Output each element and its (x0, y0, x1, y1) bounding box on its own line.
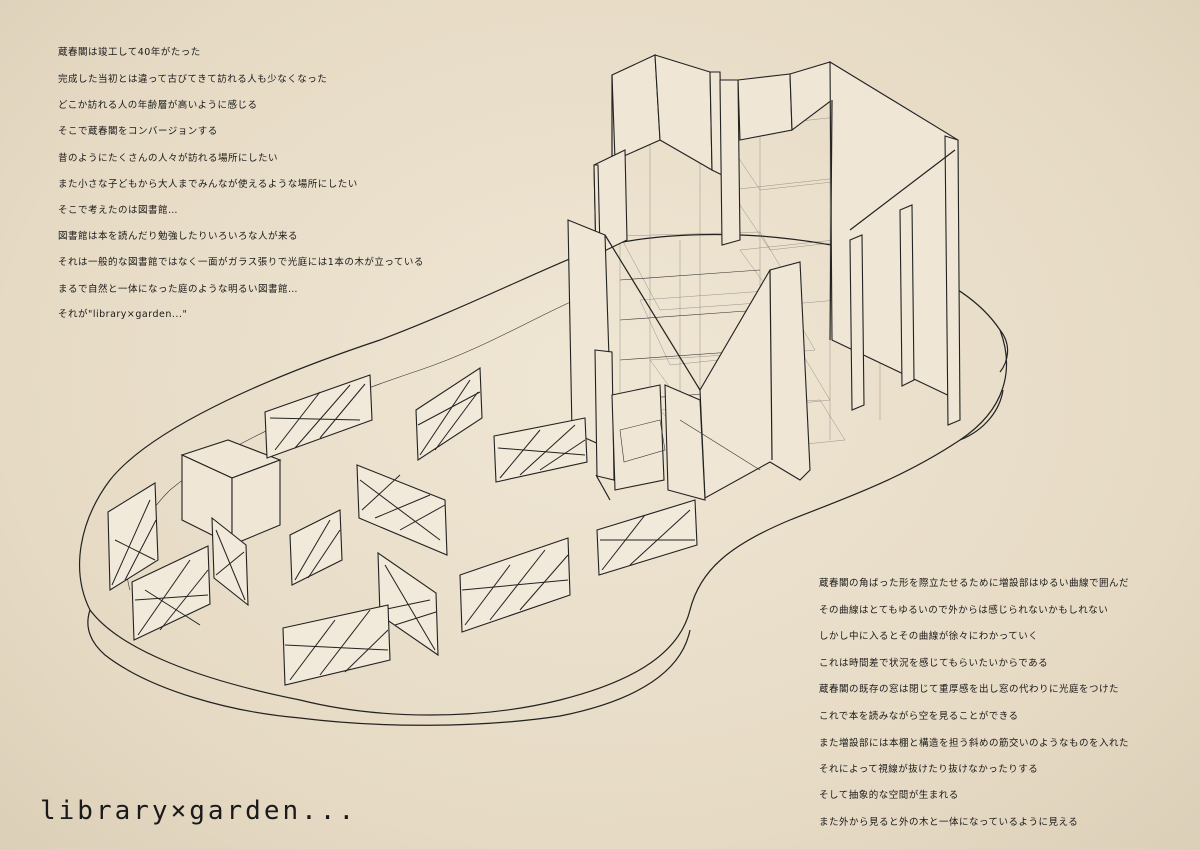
bookshelf-panel (415, 367, 483, 461)
bookshelf-panel (107, 482, 159, 591)
intro-line: そこで蔵春閣をコンバージョンする (58, 126, 218, 137)
concept-line: これは時間差で状況を感じてもらいたいからである (819, 658, 1049, 669)
intro-line: それが"library×garden..." (58, 309, 188, 320)
intro-line: どこか訪れる人の年齢層が高いように感じる (58, 100, 258, 111)
bookshelf-panel (264, 374, 373, 459)
concept-line: そして抽象的な空間が生まれる (819, 790, 959, 801)
intro-line: 図書館は本を読んだり勉強したりいろいろな人が来る (58, 231, 299, 242)
bookshelf-panel (282, 604, 391, 686)
bookshelf-panels (107, 367, 698, 686)
concept-line: これで本を読みながら空を見ることができる (819, 711, 1019, 722)
bookshelf-panel (211, 516, 249, 607)
concept-line: しかし中に入るとその曲線が徐々にわかっていく (819, 631, 1039, 642)
intro-line: それは一般的な図書館ではなく一面がガラス張りで光庭には1本の木が立っている (58, 257, 424, 268)
curved-base-slab (79, 233, 1009, 726)
concept-line: それによって視線が抜けたり抜けなかったりする (819, 764, 1039, 775)
bookshelf-panel (131, 545, 211, 641)
bookshelf-panel (289, 509, 343, 586)
concept-line: 蔵春閣の角ばった形を際立たせるために増設部はゆるい曲線で囲んだ (819, 578, 1130, 589)
intro-line: 完成した当初とは違って古びてきて訪れる人も少なくなった (58, 74, 328, 85)
bookshelf-panel (493, 417, 588, 483)
concept-line: また増設部には本棚と構造を担う斜めの筋交いのようなものを入れた (819, 738, 1130, 749)
project-title: library×garden... (40, 796, 358, 826)
intro-line: まるで自然と一体になった庭のような明るい図書館… (58, 284, 299, 295)
core-walls (567, 54, 961, 501)
intro-line: 昔のようにたくさんの人々が訪れる場所にしたい (58, 153, 279, 164)
concept-line: 蔵春閣の既存の窓は閉じて重厚感を出し窓の代わりに光庭をつけた (819, 684, 1120, 695)
cube-volume (180, 439, 282, 546)
concept-line: また外から見ると外の木と一体になっているように見える (819, 817, 1079, 828)
intro-line: そこで考えたのは図書館… (58, 205, 179, 216)
bookshelf-panel (596, 499, 698, 576)
bookshelf-panel (356, 464, 448, 556)
intro-line: 蔵春閣は竣工して40年がたった (58, 47, 201, 58)
concept-line: その曲線はとてもゆるいので外からは感じられないかもしれない (819, 605, 1109, 616)
bookshelf-panel (459, 537, 571, 633)
bookshelf-panel (377, 551, 439, 657)
intro-line: また小さな子どもから大人までみんなが使えるような場所にしたい (58, 179, 358, 190)
